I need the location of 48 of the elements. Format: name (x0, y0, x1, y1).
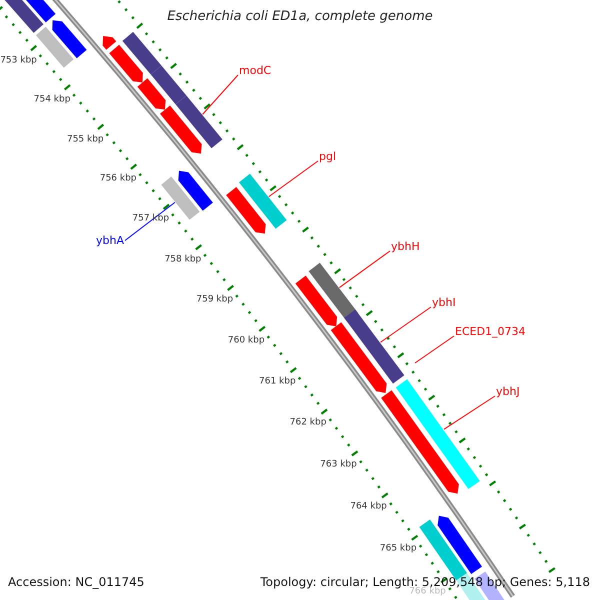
gene-feature (109, 44, 143, 82)
gene-feature (396, 379, 480, 489)
scale-label: 761 kbp (259, 376, 296, 388)
gene-feature (438, 516, 482, 574)
gene-feature (137, 78, 166, 110)
map-title: Escherichia coli ED1a, complete genome (167, 9, 433, 24)
leader-line (202, 74, 238, 115)
gene-feature (295, 276, 338, 326)
gene-feature (330, 322, 387, 393)
gene-label: pgl (319, 150, 336, 163)
scale-label: 765 kbp (380, 544, 417, 555)
scale-label: 759 kbp (196, 294, 234, 306)
gene-feature (178, 170, 213, 211)
scale-label: 763 kbp (320, 460, 357, 471)
leader-line (338, 250, 390, 288)
gene-feature (52, 20, 87, 58)
scale-label: 762 kbp (290, 418, 326, 429)
gene-feature (122, 32, 162, 74)
gene-feature (36, 26, 74, 68)
gene-feature (102, 36, 116, 50)
gene-label: ybhI (432, 296, 456, 309)
gene-feature (176, 96, 222, 148)
gene-label: modC (239, 64, 272, 77)
scale-label: 766 kbp (409, 586, 446, 598)
gene-label: ybhJ (496, 385, 520, 398)
scale-label: 754 kbp (34, 94, 70, 106)
leader-line (124, 202, 176, 241)
gene-label: ybhA (96, 234, 124, 247)
gene-feature (381, 390, 459, 494)
scale-label: 756 kbp (100, 174, 137, 185)
gene-feature (160, 106, 202, 154)
accession-info: Accession: NC_011745 (8, 575, 144, 589)
scale-label: 753 kbp (0, 56, 37, 67)
gene-label: ECED1_0734 (455, 325, 526, 338)
gene-feature (150, 66, 186, 104)
gene-feature (344, 310, 404, 384)
leader-line (443, 396, 496, 430)
gene-feature (239, 174, 287, 229)
scale-label: 757 kbp (132, 214, 170, 225)
scale-label: 760 kbp (228, 336, 265, 347)
leader-line (414, 336, 454, 364)
scale-label: 764 kbp (350, 502, 387, 513)
scale-label: 758 kbp (164, 254, 202, 266)
gene-label: ybhH (391, 240, 420, 253)
scale-label: 755 kbp (66, 134, 104, 146)
leader-line (268, 160, 318, 198)
leader-line (380, 306, 432, 343)
gene-feature (226, 187, 266, 234)
